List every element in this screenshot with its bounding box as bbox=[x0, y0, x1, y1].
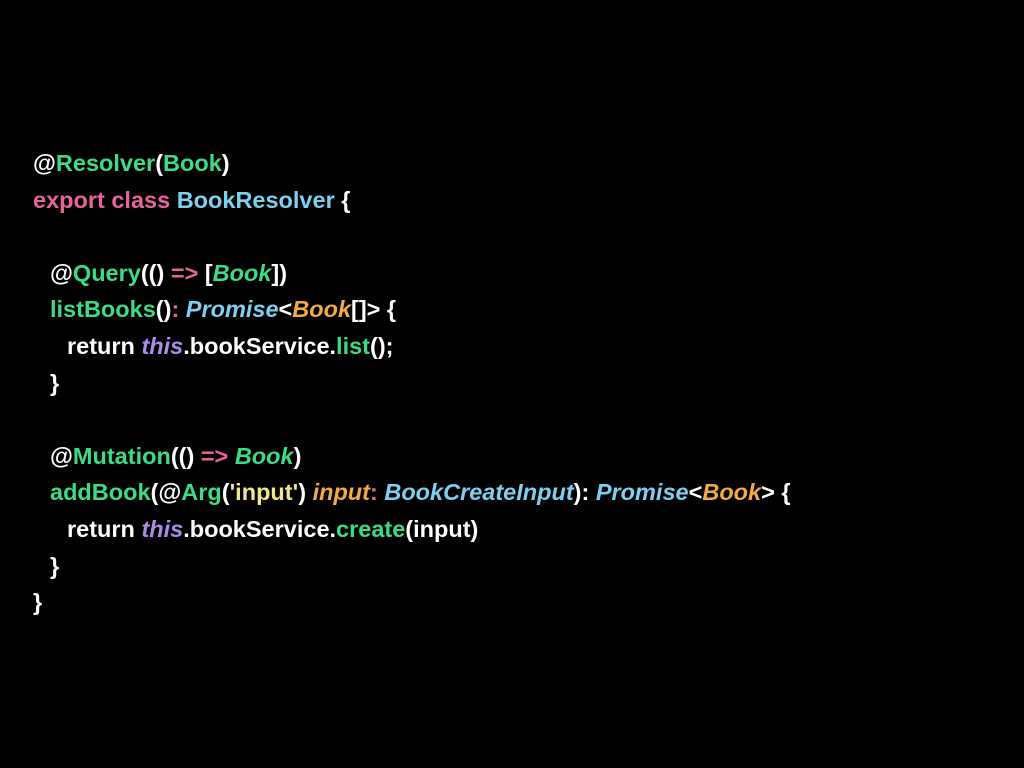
code-token: < bbox=[278, 296, 293, 323]
code-token: Book bbox=[292, 296, 352, 323]
code-token: return bbox=[67, 515, 142, 542]
code-token: { bbox=[334, 186, 351, 213]
code-token: @ bbox=[33, 150, 56, 176]
code-line: } bbox=[33, 584, 791, 621]
code-line: } bbox=[33, 548, 791, 585]
code-token: Book bbox=[702, 479, 762, 506]
code-token: BookCreateInput bbox=[384, 479, 574, 506]
code-line: @Mutation(() => Book) bbox=[33, 438, 791, 475]
code-token: BookResolver bbox=[176, 186, 335, 213]
code-token: (() bbox=[140, 259, 171, 286]
code-token: export class bbox=[33, 186, 177, 213]
code-line: @Resolver(Book) bbox=[33, 145, 791, 182]
code-token: (input) bbox=[405, 515, 479, 542]
code-line: } bbox=[33, 365, 791, 402]
code-token: (() bbox=[170, 442, 201, 469]
code-token: } bbox=[50, 369, 60, 396]
code-token: (); bbox=[370, 332, 394, 359]
code-token: Book bbox=[163, 150, 222, 176]
code-token: addBook bbox=[50, 479, 151, 506]
code-token: create bbox=[336, 515, 406, 542]
code-token: } bbox=[50, 552, 60, 579]
code-line: @Query(() => [Book]) bbox=[33, 255, 791, 292]
code-line: return this.bookService.create(input) bbox=[33, 511, 791, 548]
code-token: ) bbox=[298, 479, 313, 506]
code-token: : bbox=[369, 479, 385, 506]
code-token: Mutation bbox=[72, 442, 171, 469]
code-token: input bbox=[312, 479, 370, 506]
code-token: ( bbox=[155, 150, 164, 176]
code-token: Book bbox=[212, 259, 272, 286]
code-token: () bbox=[155, 296, 172, 323]
code-line bbox=[33, 401, 791, 438]
code-token: ) bbox=[221, 150, 230, 176]
code-token: ( bbox=[221, 479, 230, 506]
code-token: } bbox=[33, 589, 43, 616]
code-token: Promise bbox=[595, 479, 689, 506]
code-token: Query bbox=[72, 259, 141, 286]
code-token: list bbox=[336, 332, 371, 359]
code-line: return this.bookService.list(); bbox=[33, 328, 791, 365]
code-token: 'input' bbox=[229, 479, 299, 506]
code-line: addBook(@Arg('input') input: BookCreateI… bbox=[33, 474, 791, 511]
code-token: this bbox=[141, 515, 184, 542]
code-line bbox=[33, 218, 791, 255]
code-block: @Resolver(Book)export class BookResolver… bbox=[33, 145, 791, 621]
code-token: : bbox=[171, 296, 186, 323]
code-token: < bbox=[688, 479, 703, 506]
code-token: Arg bbox=[181, 479, 222, 506]
code-token: => bbox=[200, 442, 229, 469]
code-token: return bbox=[67, 332, 142, 359]
code-token: (@ bbox=[150, 479, 182, 506]
code-token: ) bbox=[293, 442, 302, 469]
code-token: @ bbox=[50, 259, 73, 286]
code-token: this bbox=[141, 332, 184, 359]
code-token: .bookService. bbox=[183, 515, 337, 542]
code-token: Promise bbox=[185, 296, 279, 323]
code-line: export class BookResolver { bbox=[33, 182, 791, 219]
code-line: listBooks(): Promise<Book[]> { bbox=[33, 291, 791, 328]
code-token: []> { bbox=[351, 296, 397, 323]
code-token: ]) bbox=[271, 259, 288, 286]
code-token: .bookService. bbox=[183, 332, 337, 359]
code-token: Book bbox=[234, 442, 294, 469]
code-token: > { bbox=[761, 479, 791, 506]
code-token: listBooks bbox=[50, 296, 156, 323]
code-token: [ bbox=[198, 259, 213, 286]
code-token: @ bbox=[50, 442, 73, 469]
code-token: ): bbox=[573, 479, 596, 506]
code-token: => bbox=[170, 259, 199, 286]
code-token: Resolver bbox=[55, 150, 156, 176]
